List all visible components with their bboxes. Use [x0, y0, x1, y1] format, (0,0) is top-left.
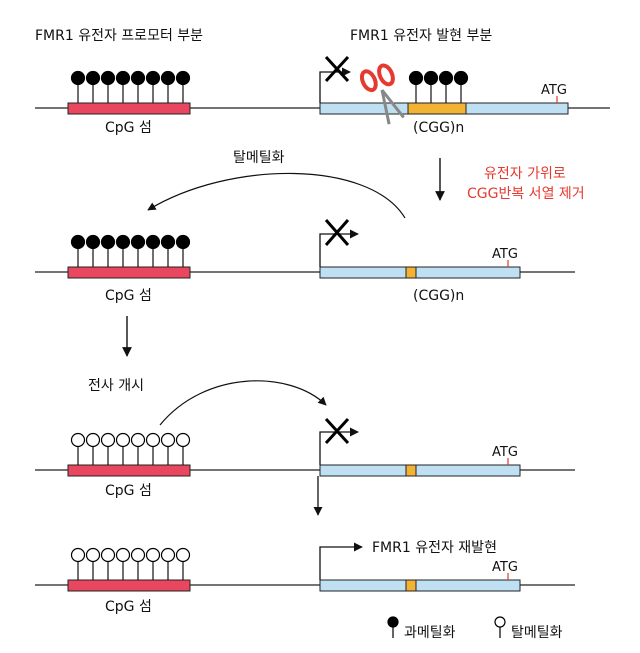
cpg-island-box — [67, 102, 191, 115]
transcription-start-arrow — [319, 427, 359, 465]
methylated-lollipop — [145, 70, 161, 103]
cpg-island-box — [67, 579, 191, 592]
row-2: ATG CpG 섬 (CGG)n — [35, 219, 575, 304]
demethylated-lollipop — [70, 547, 86, 580]
methylated-lollipop — [423, 70, 439, 103]
legend: 과메틸화 탈메틸화 — [387, 616, 563, 641]
demethylated-lollipop — [160, 547, 176, 580]
cross-icon — [324, 417, 350, 445]
methylated-lollipop — [408, 70, 424, 103]
methylated-lollipop — [70, 234, 86, 267]
demethylated-lollipop — [100, 432, 116, 465]
legend-demethylated-label: 탈메틸화 — [511, 625, 563, 641]
methylated-lollipop-icon — [387, 616, 399, 638]
demethylated-lollipop — [160, 432, 176, 465]
cgg-repeat-box — [405, 464, 417, 477]
demethylated-lollipop — [115, 547, 131, 580]
promoter-lollipops — [70, 547, 191, 580]
cgg-repeat-label: (CGG)n — [413, 288, 464, 304]
methylated-lollipop — [160, 70, 176, 103]
gene-body-box — [319, 266, 521, 279]
demethylated-lollipop — [100, 547, 116, 580]
row-1: ATG CpG 섬 (CGG)n — [35, 55, 610, 136]
gene-body-box — [319, 579, 521, 592]
transcription-start-arrow — [319, 229, 359, 267]
reexpression-label: FMR1 유전자 재발현 — [372, 540, 497, 556]
cgg-lollipops — [408, 70, 469, 103]
methylated-lollipop — [130, 70, 146, 103]
demethylation-arrow — [147, 172, 406, 219]
atg-label: ATG — [492, 445, 518, 460]
crispr-label-line2: CGG반복 서열 제거 — [467, 186, 585, 202]
row-3: ATG CpG 섬 — [35, 417, 575, 499]
cross-icon — [324, 55, 350, 83]
demethylated-lollipop — [130, 547, 146, 580]
cpg-island-label: CpG 섬 — [105, 483, 152, 499]
methylated-lollipop — [70, 70, 86, 103]
methylated-lollipop — [115, 234, 131, 267]
promoter-lollipops — [70, 432, 191, 465]
cpg-island-label: CpG 섬 — [105, 599, 152, 615]
methylated-lollipop — [175, 234, 191, 267]
demethylated-lollipop — [175, 547, 191, 580]
demethylated-lollipop — [115, 432, 131, 465]
cpg-island-label: CpG 섬 — [105, 120, 152, 136]
methylated-lollipop — [453, 70, 469, 103]
demethylated-lollipop-icon — [494, 616, 506, 638]
cpg-island-label: CpG 섬 — [105, 288, 152, 304]
atg-label: ATG — [492, 560, 518, 575]
promoter-lollipops — [70, 70, 191, 103]
demethylated-lollipop — [145, 432, 161, 465]
demethylated-lollipop — [175, 432, 191, 465]
crispr-label-line1: 유전자 가위로 — [484, 166, 566, 182]
promoter-lollipops — [70, 234, 191, 267]
scissors-icon — [359, 63, 405, 125]
demethylated-lollipop — [85, 432, 101, 465]
cross-icon — [324, 219, 350, 246]
cgg-repeat-box — [405, 579, 417, 592]
cgg-repeat-box — [407, 102, 467, 115]
methylated-lollipop — [115, 70, 131, 103]
cgg-repeat-box — [405, 266, 417, 279]
promoter-title: FMR1 유전자 프로모터 부분 — [35, 28, 203, 44]
demethylated-lollipop — [145, 547, 161, 580]
atg-label: ATG — [492, 247, 518, 262]
active-transcription-arrow — [319, 542, 363, 580]
demethylation-label: 탈메틸화 — [233, 150, 285, 166]
methylated-lollipop — [100, 70, 116, 103]
methylated-lollipop — [438, 70, 454, 103]
methylated-lollipop — [175, 70, 191, 103]
cpg-island-box — [67, 266, 191, 279]
transcription-arrow — [159, 380, 327, 426]
methylated-lollipop — [130, 234, 146, 267]
methylated-lollipop — [85, 234, 101, 267]
cgg-repeat-label: (CGG)n — [413, 120, 464, 136]
transcription-start-label: 전사 개시 — [88, 378, 144, 394]
methylated-lollipop — [85, 70, 101, 103]
methylated-lollipop — [160, 234, 176, 267]
demethylated-lollipop — [130, 432, 146, 465]
atg-label: ATG — [541, 83, 567, 98]
demethylated-lollipop — [70, 432, 86, 465]
cpg-island-box — [67, 464, 191, 477]
expression-title: FMR1 유전자 발현 부분 — [350, 28, 492, 44]
methylated-lollipop — [100, 234, 116, 267]
row-4: FMR1 유전자 재발현 ATG CpG 섬 — [35, 540, 575, 615]
methylated-lollipop — [145, 234, 161, 267]
gene-body-box — [319, 464, 521, 477]
legend-methylated-label: 과메틸화 — [404, 625, 456, 641]
demethylated-lollipop — [85, 547, 101, 580]
